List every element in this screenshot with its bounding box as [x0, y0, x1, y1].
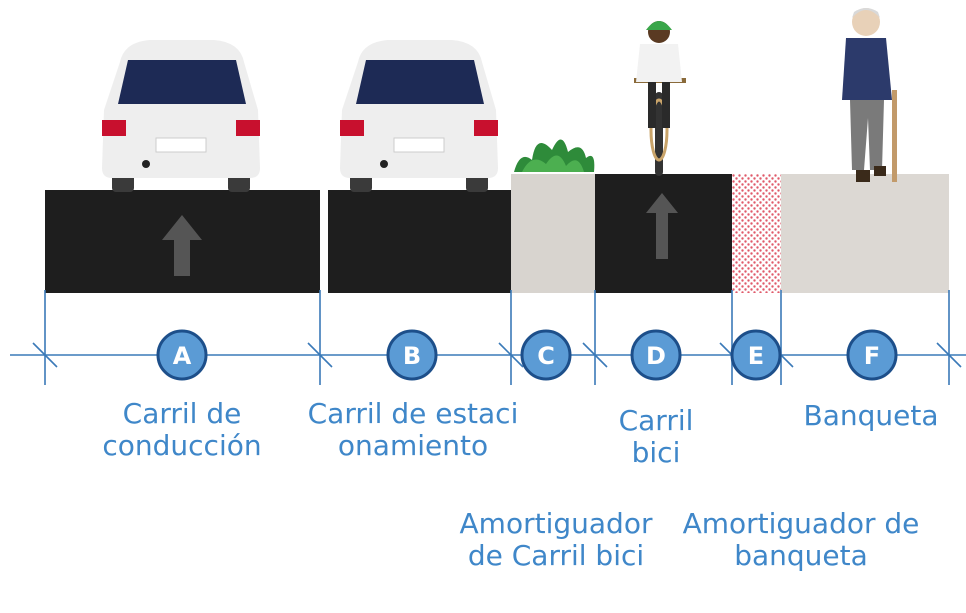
segment-marker-b: B [386, 329, 438, 381]
segment-letter: F [864, 342, 880, 370]
pedestrian-icon [842, 8, 897, 182]
segment-marker-c: C [520, 329, 572, 381]
segment-marker-a: A [156, 329, 208, 381]
label-driving-lane: Carril de conducción [102, 397, 262, 463]
label-bike-lane: Carril bici [618, 404, 694, 470]
segment-letter: E [748, 342, 764, 370]
label-sidewalk-buffer: Amortiguador de banqueta [682, 507, 920, 573]
cyclist-icon [634, 21, 686, 176]
dimension-lines [10, 290, 966, 385]
segment-letter: B [403, 342, 421, 370]
sidewalk-buffer-surface [732, 174, 781, 293]
bike-buffer-surface [511, 174, 595, 293]
segment-marker-f: F [846, 329, 898, 381]
driving-direction-arrow-icon [162, 215, 202, 276]
label-sidewalk: Banqueta [803, 399, 939, 432]
plant-icon [514, 139, 595, 172]
bike-direction-arrow-icon [646, 193, 678, 259]
segment-marker-e: E [730, 329, 782, 381]
lane-divider [320, 190, 328, 293]
sidewalk-surface [781, 174, 949, 293]
label-parking-lane: Carril de estacionamiento [307, 397, 519, 463]
parked-car-icon [340, 40, 498, 192]
parking-lane-surface [328, 190, 511, 293]
segment-letter: A [173, 342, 192, 370]
segment-marker-d: D [630, 329, 682, 381]
segment-letter: D [646, 342, 666, 370]
car-icon [102, 40, 260, 192]
segment-letter: C [537, 342, 555, 370]
label-bike-buffer: Amortiguador de Carril bici [459, 507, 653, 573]
